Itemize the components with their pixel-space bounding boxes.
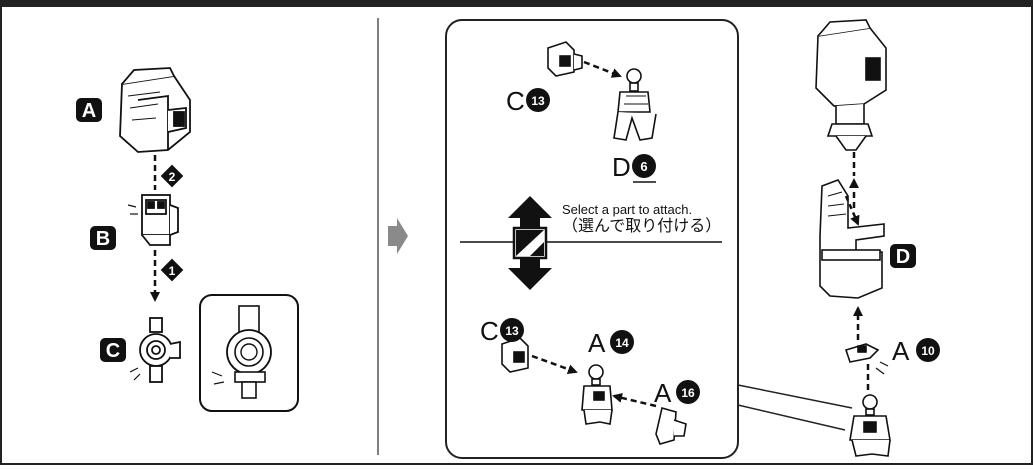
label-c-bottom: C [480, 316, 499, 346]
label-c-bottom-num: 13 [505, 324, 519, 338]
label-c-bottom-num-badge [500, 318, 524, 342]
choice-icon [508, 196, 552, 290]
part-a14-drawing [581, 364, 613, 425]
label-d-top: D [612, 152, 631, 182]
part-c-drawing [129, 317, 181, 383]
callout-line-bottom [737, 404, 846, 431]
instruction-japanese: （選んで取り付ける） [562, 218, 722, 235]
label-d-right-badge [890, 244, 916, 268]
hand-part-right-drawing [849, 394, 891, 457]
part-a10-drawing [844, 343, 889, 375]
label-a-bottom-num-badge [610, 330, 634, 354]
svg-text:2: 2 [169, 170, 176, 184]
arm-assembly-top-drawing [815, 19, 887, 151]
label-c-left: C [106, 340, 120, 362]
part-c13-top-drawing [547, 41, 583, 77]
label-d-right: D [896, 246, 910, 268]
label-c-top: C [506, 86, 525, 116]
label-b-left: B [96, 228, 110, 250]
next-step-arrow-icon [388, 218, 408, 254]
svg-text:1: 1 [169, 264, 176, 278]
label-a-small: A [654, 378, 672, 408]
label-c-top-num-badge [526, 88, 550, 112]
assembly-line-c13-d6 [583, 60, 622, 78]
step-one-marker: 1 [160, 258, 184, 282]
assembly-line-a16-a14 [612, 392, 657, 408]
label-b-left-badge [90, 226, 116, 250]
callout-line-top [737, 384, 853, 409]
part-a16-drawing [655, 406, 687, 445]
part-c13-bottom-drawing [501, 337, 529, 373]
label-c-top-num: 13 [531, 94, 545, 108]
part-d-drawing [819, 179, 885, 299]
label-a-small-num-badge [676, 380, 700, 404]
label-a-small-num: 16 [681, 386, 695, 400]
detail-inset [199, 294, 299, 412]
label-d-top-num-badge [632, 154, 656, 178]
instruction-english: Select a part to attach. [562, 202, 693, 217]
part-b-drawing [127, 194, 179, 246]
part-a-drawing [119, 67, 191, 153]
assembly-line-c13-a14 [531, 354, 578, 374]
part-d6-hand-drawing [613, 68, 657, 141]
label-a-right-num: 10 [921, 344, 935, 358]
label-a-right-num-badge [916, 338, 940, 362]
label-c-left-badge [100, 338, 126, 362]
step-two-marker: 2 [160, 164, 184, 188]
instruction-note: Select a part to attach. （選んで取り付ける） [562, 202, 721, 236]
label-a-right: A [892, 336, 910, 366]
label-a-bottom-num: 14 [615, 336, 629, 350]
choice-frame [445, 19, 739, 459]
label-d-top-num: 6 [640, 159, 647, 174]
label-a-left: A [82, 100, 96, 122]
label-a-bottom: A [588, 328, 606, 358]
label-a-left-badge [76, 98, 102, 122]
